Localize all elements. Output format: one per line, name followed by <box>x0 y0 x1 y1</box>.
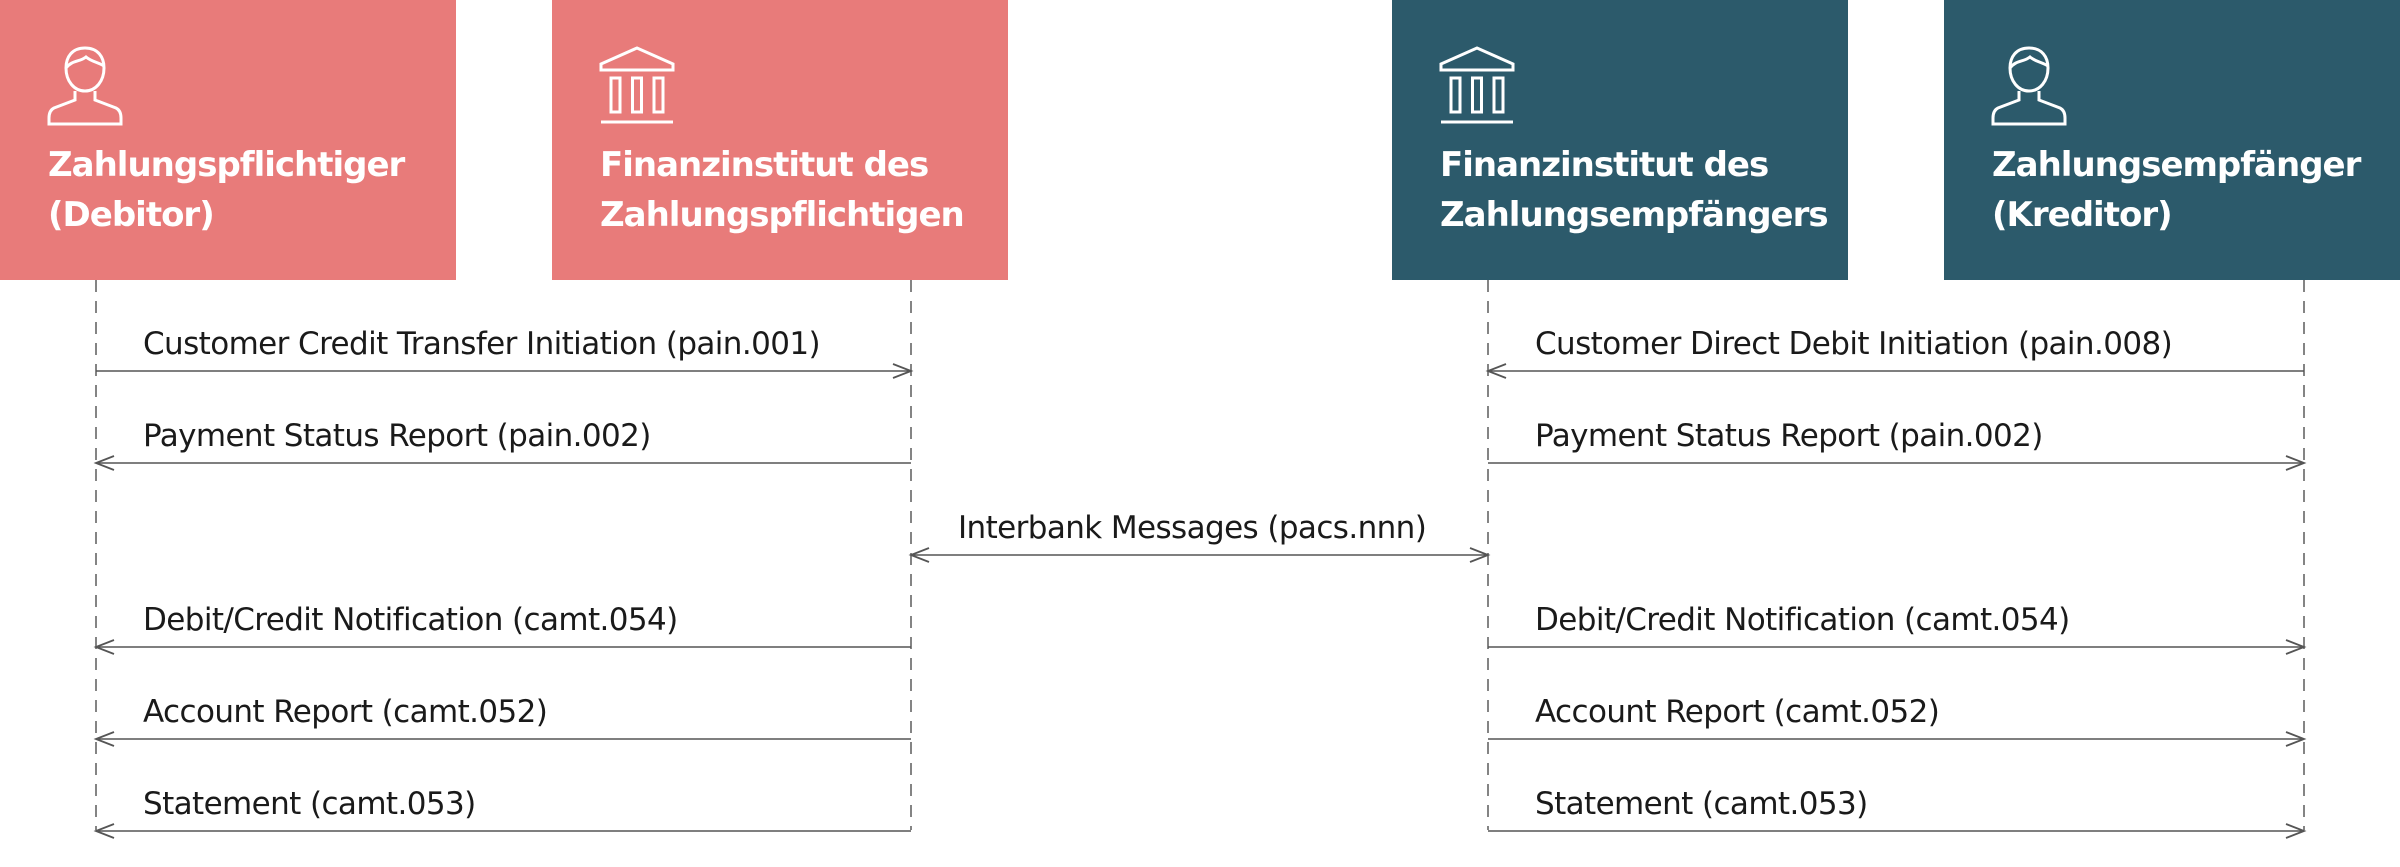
actor-creditor-bank: Finanzinstitut des Zahlungsempfängers <box>1392 0 1848 280</box>
actor-debtor-name: Zahlungspflichtiger (Debitor) <box>48 140 448 240</box>
person-icon <box>46 44 124 128</box>
bank-icon <box>598 44 676 128</box>
message-label: Payment Status Report (pain.002) <box>143 418 651 454</box>
arrowhead <box>93 455 115 471</box>
arrowhead <box>2285 823 2307 839</box>
message-label: Statement (camt.053) <box>1535 786 1868 822</box>
actor-debtor-name-line2: (Debitor) <box>48 195 215 235</box>
actor-debtor-bank: Finanzinstitut des Zahlungspflichtigen <box>552 0 1008 280</box>
message-label: Account Report (camt.052) <box>143 694 548 730</box>
arrowhead <box>93 639 115 655</box>
actor-debtor-bank-name: Finanzinstitut des Zahlungspflichtigen <box>600 140 1000 240</box>
message-label: Customer Credit Transfer Initiation (pai… <box>143 326 821 362</box>
arrowhead <box>892 363 914 379</box>
actor-creditor-name: Zahlungsempfänger (Kreditor) <box>1992 140 2392 240</box>
message-label: Payment Status Report (pain.002) <box>1535 418 2043 454</box>
message-label: Statement (camt.053) <box>143 786 476 822</box>
actor-creditor: Zahlungsempfänger (Kreditor) <box>1944 0 2400 280</box>
message-label: Interbank Messages (pacs.nnn) <box>958 510 1427 546</box>
actor-debtor: Zahlungspflichtiger (Debitor) <box>0 0 456 280</box>
message-label: Debit/Credit Notification (camt.054) <box>1535 602 2070 638</box>
actor-creditor-bank-name-line1: Finanzinstitut des <box>1440 145 1769 185</box>
arrowhead <box>1469 547 1491 563</box>
actor-creditor-name-line2: (Kreditor) <box>1992 195 2173 235</box>
arrowhead <box>2285 455 2307 471</box>
message-label: Account Report (camt.052) <box>1535 694 1940 730</box>
actor-debtor-name-line1: Zahlungspflichtiger <box>48 145 405 185</box>
actor-creditor-bank-name-line2: Zahlungsempfängers <box>1440 195 1829 235</box>
message-label: Customer Direct Debit Initiation (pain.0… <box>1535 326 2173 362</box>
message-label: Debit/Credit Notification (camt.054) <box>143 602 678 638</box>
arrowhead <box>93 823 115 839</box>
arrowhead <box>2285 639 2307 655</box>
actor-creditor-bank-name: Finanzinstitut des Zahlungsempfängers <box>1440 140 1840 240</box>
actor-creditor-name-line1: Zahlungsempfänger <box>1992 145 2361 185</box>
actor-debtor-bank-name-line2: Zahlungspflichtigen <box>600 195 965 235</box>
arrowhead <box>93 731 115 747</box>
arrowhead <box>2285 731 2307 747</box>
bank-icon <box>1438 44 1516 128</box>
arrowhead <box>908 547 930 563</box>
person-icon <box>1990 44 2068 128</box>
arrowhead <box>1485 363 1507 379</box>
actor-debtor-bank-name-line1: Finanzinstitut des <box>600 145 929 185</box>
